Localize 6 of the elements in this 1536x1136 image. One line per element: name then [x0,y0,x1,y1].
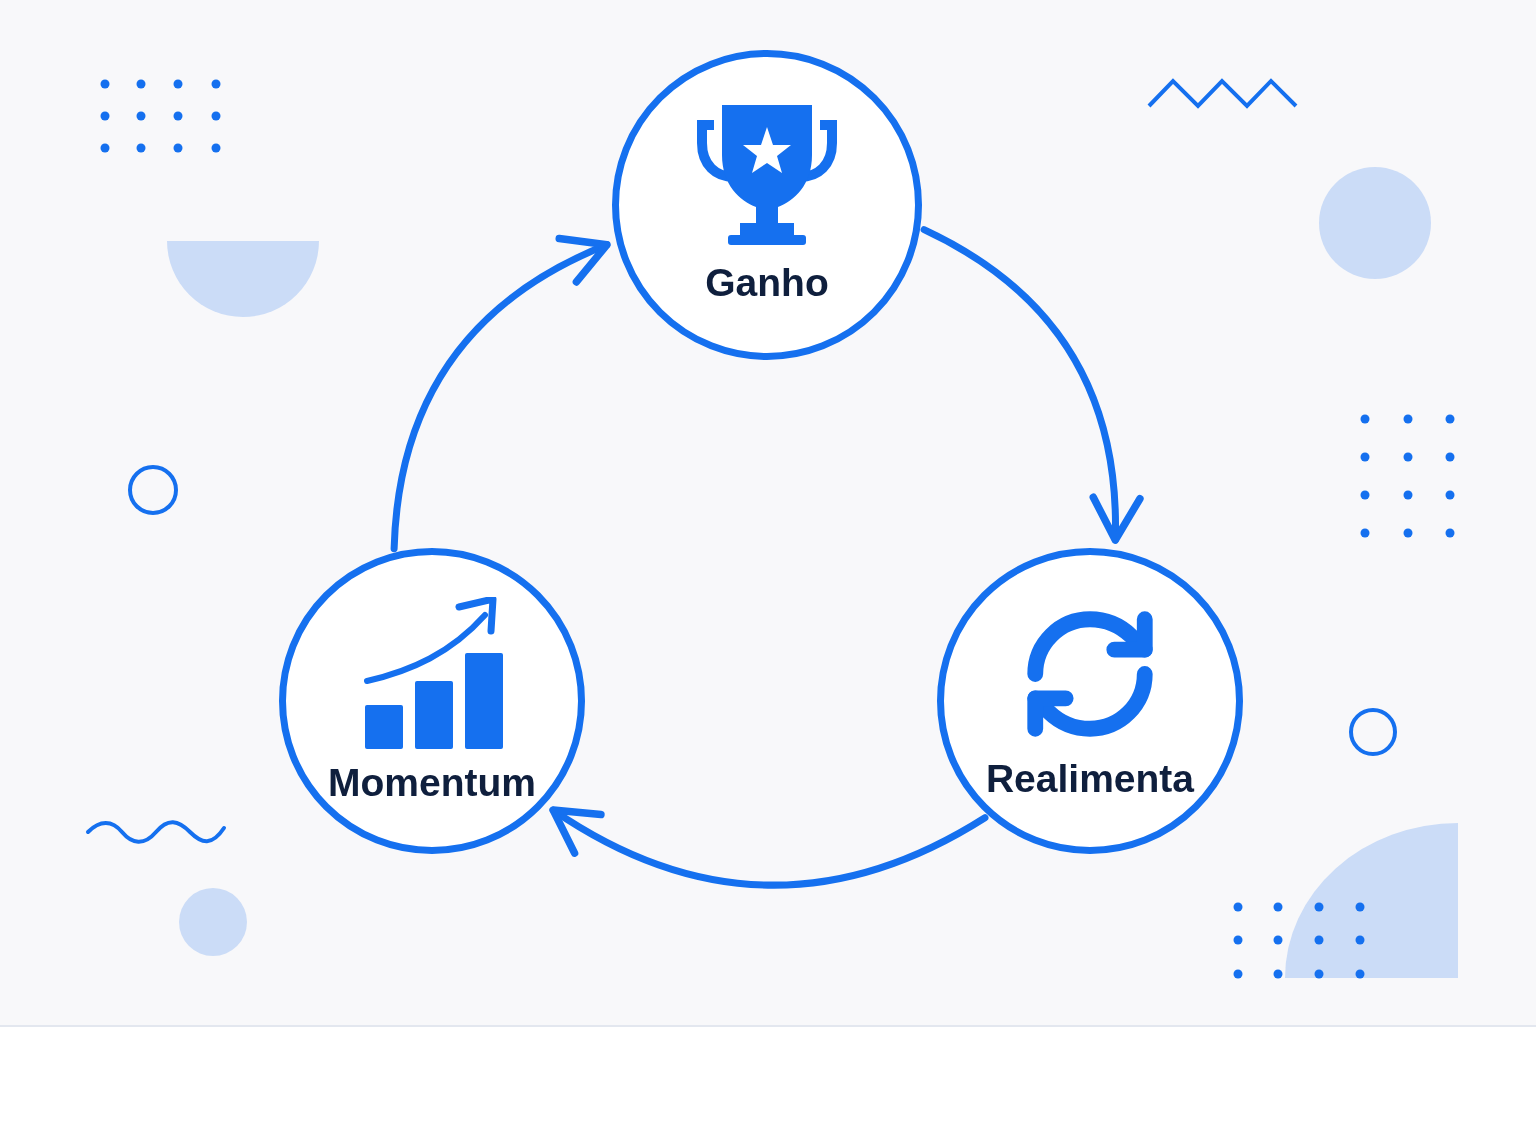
cycle-arrow [920,226,1142,544]
cycle-arrow [390,236,611,553]
node-label: Realimenta [985,757,1195,801]
node-label: Momentum [328,761,536,805]
cycle-arrow [549,806,989,889]
node-label: Ganho [705,261,829,305]
